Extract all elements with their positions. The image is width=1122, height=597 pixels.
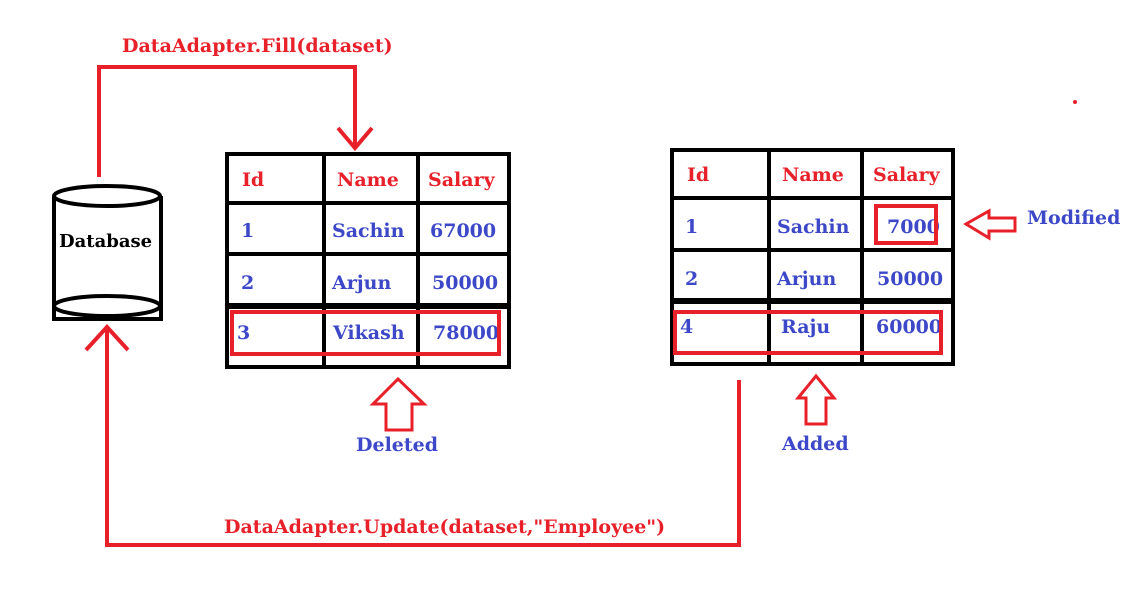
table-changed-header-name: Name: [782, 164, 844, 186]
table-original-header-salary: Salary: [428, 169, 496, 191]
table-original-cell-r3-name: Vikash: [332, 322, 405, 344]
table-changed-cell-r2-id: 2: [685, 268, 698, 290]
table-changed-cell-r3-id: 4: [680, 316, 693, 338]
table-changed-cell-r1-salary: 7000: [887, 216, 940, 238]
table-changed-cell-r1-id: 1: [685, 216, 698, 238]
table-original-border: [225, 152, 511, 369]
table-changed-header-salary: Salary: [873, 164, 941, 186]
database-label: Database: [59, 231, 152, 252]
table-original-cell-r1-name: Sachin: [332, 220, 405, 242]
table-changed-cell-r3-name: Raju: [781, 316, 830, 338]
fill-arrow-head: [336, 126, 374, 152]
table-changed-header-id: Id: [687, 164, 709, 186]
table-original-header-name: Name: [337, 169, 399, 191]
added-up-arrow-icon: [794, 373, 838, 426]
table-changed: Id Name Salary 1 Sachin 7000 2 Arjun 500…: [670, 148, 955, 366]
modified-label: Modified: [1027, 207, 1120, 229]
update-arrow-head: [84, 324, 130, 352]
table-original-cell-r3-salary: 78000: [433, 322, 499, 344]
update-flow-line: [105, 327, 741, 547]
added-label: Added: [781, 433, 849, 455]
table-original-cell-r2-id: 2: [241, 272, 254, 294]
modified-left-arrow-icon: [963, 208, 1017, 241]
deleted-up-arrow-icon: [369, 376, 428, 432]
table-changed-cell-r3-salary: 60000: [876, 316, 942, 338]
table-changed-cell-r1-name: Sachin: [777, 216, 850, 238]
database-cylinder-icon: [52, 184, 163, 321]
table-original-header-id: Id: [242, 169, 264, 191]
table-original-cell-r2-name: Arjun: [331, 272, 391, 294]
added-row-highlight: [673, 310, 943, 355]
table-original-cell-r1-id: 1: [241, 220, 254, 242]
stray-dot: [1073, 100, 1077, 104]
modified-cell-highlight: [874, 204, 938, 245]
deleted-label: Deleted: [356, 434, 438, 456]
table-changed-cell-r2-salary: 50000: [877, 268, 943, 290]
table-original: Id Name Salary 1 Sachin 67000 2 Arjun 50…: [225, 152, 511, 369]
table-changed-border: [670, 148, 955, 366]
fill-call-label: DataAdapter.Fill(dataset): [122, 35, 393, 57]
deleted-row-highlight: [230, 310, 501, 356]
update-call-label: DataAdapter.Update(dataset,"Employee"): [224, 516, 665, 538]
table-original-cell-r3-id: 3: [237, 322, 250, 344]
table-original-cell-r2-salary: 50000: [432, 272, 498, 294]
fill-flow-line: [97, 65, 357, 177]
table-changed-cell-r2-name: Arjun: [776, 268, 836, 290]
table-original-cell-r1-salary: 67000: [430, 220, 496, 242]
